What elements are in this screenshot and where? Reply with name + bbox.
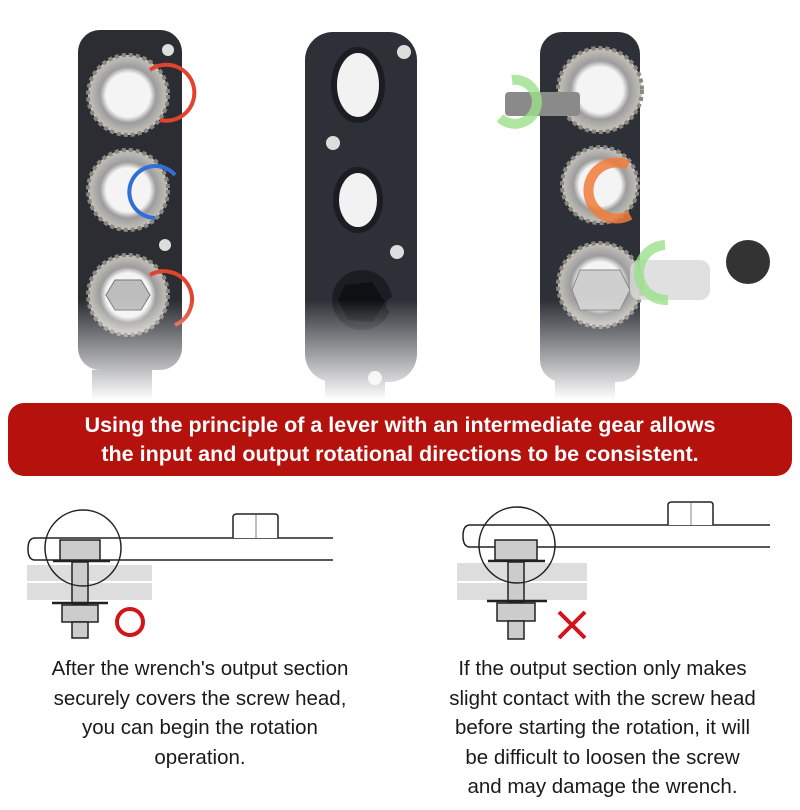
wrench-illustrations [0,0,800,400]
correct-mark-icon [115,607,145,637]
text-line: you can begin the rotation [82,716,318,739]
text-line: and may damage the wrench. [467,775,738,798]
incorrect-mark-icon [557,610,587,640]
principle-banner: Using the principle of a lever with an i… [8,403,792,476]
text-line: be difficult to loosen the screw [465,745,740,769]
text-line: slight contact with the screw head [449,686,756,710]
text-line: before starting the rotation, it will [454,716,751,739]
correct-usage-description: After the wrench's output section secure… [10,654,390,772]
text-line: After the wrench's output section [51,657,349,680]
banner-line-1: Using the principle of a lever with an i… [84,412,716,437]
incorrect-usage-diagram [457,501,770,640]
correct-usage-diagram [27,509,333,639]
text-line: operation. [154,745,246,769]
banner-line-2: the input and output rotational directio… [101,441,699,466]
incorrect-usage-description: If the output section only makes slight … [405,654,800,802]
text-line: securely covers the screw head, [53,686,347,710]
text-line: If the output section only makes [458,657,747,680]
